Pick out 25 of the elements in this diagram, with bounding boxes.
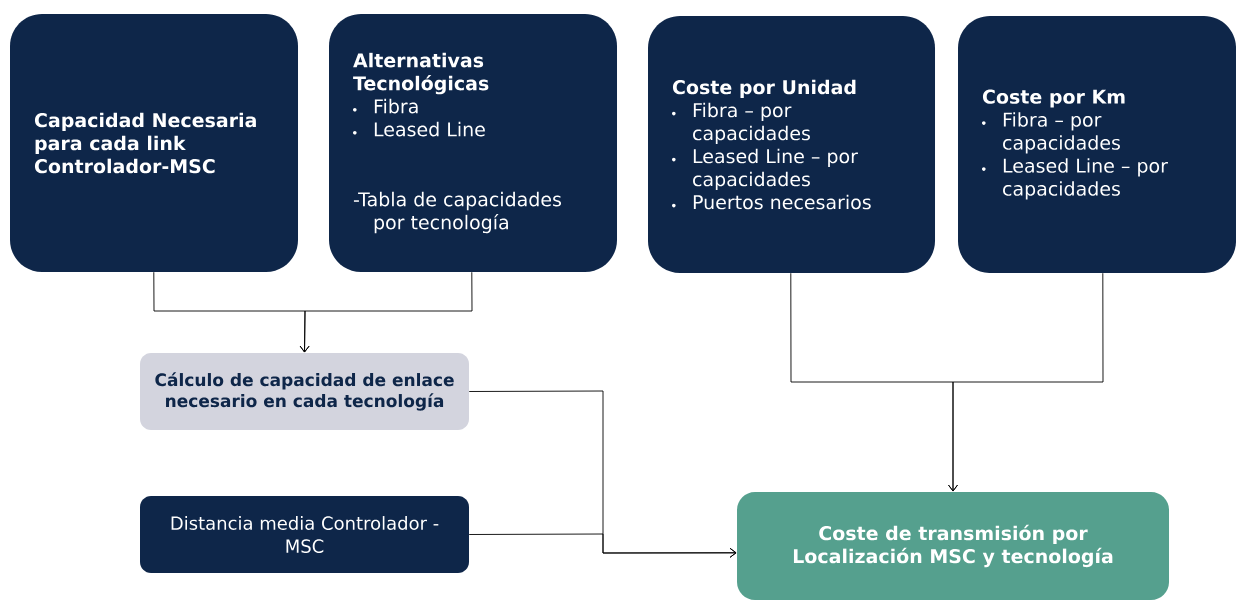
process-box xyxy=(648,16,935,273)
box-heading: Coste por Km xyxy=(982,89,1125,108)
arrow xyxy=(468,533,737,558)
process-box xyxy=(958,16,1236,273)
box-label: Distancia media Controlador - MSC xyxy=(171,516,439,553)
bullet-item: Leased Line – por capacidades xyxy=(672,148,858,191)
process-box xyxy=(10,14,298,272)
box-heading: Coste por Unidad xyxy=(672,79,856,99)
arrow xyxy=(299,271,473,353)
process-box xyxy=(140,353,469,430)
note-text: -Tabla de capacidades por tecnología xyxy=(353,191,561,234)
bullet-item: Fibra – por capacidades xyxy=(982,112,1120,154)
bullet-item: Fibra xyxy=(353,98,418,114)
bullet-item: Leased Line – por capacidades xyxy=(982,158,1168,200)
box-heading: Capacidad Necesaria para cada link Controlador-MSC xyxy=(34,112,256,174)
bullet-item: Puertos necesarios xyxy=(672,194,871,210)
process-box xyxy=(140,496,469,573)
arrow xyxy=(948,272,1104,492)
bullet-item: Leased Line xyxy=(353,121,485,137)
box-label: Cálculo de capacidad de enlace necesario en cada tecnología xyxy=(155,372,454,411)
box-heading: Alternativas Tecnológicas xyxy=(353,52,489,95)
process-box xyxy=(329,14,617,272)
process-box xyxy=(737,492,1169,600)
bullet-item: Fibra – por capacidades xyxy=(672,102,810,145)
box-label: Coste de transmisión por Localización MSC y tecnología xyxy=(793,524,1113,568)
